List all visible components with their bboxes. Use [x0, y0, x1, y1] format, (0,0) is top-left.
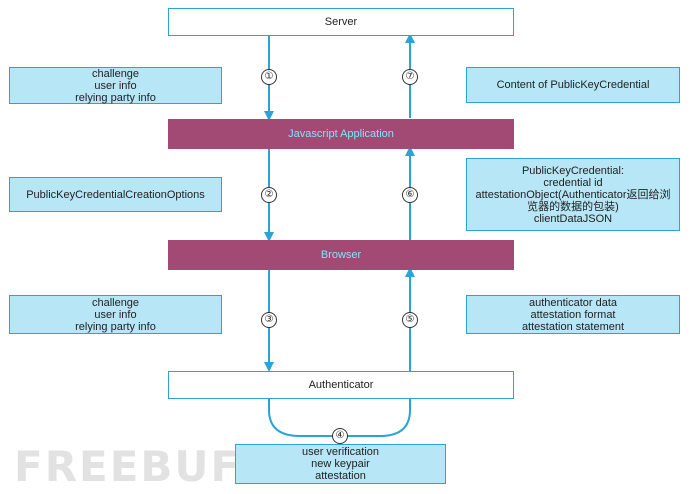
note-line: PublicKeyCredential:	[521, 164, 625, 177]
note-line: 览器的数据的包装)	[527, 200, 619, 213]
note-line: user verification	[301, 446, 380, 458]
note-line: new keypair	[311, 458, 370, 470]
authenticator-label: Authenticator	[308, 379, 374, 391]
step-4-marker: ④	[332, 428, 348, 444]
note-line: authenticator data	[528, 296, 618, 309]
note-line: attestation	[315, 470, 366, 482]
note-line: credential id	[543, 176, 603, 189]
browser-label: Browser	[320, 249, 362, 261]
note-line: challenge	[91, 296, 140, 309]
note-line: attestation statement	[521, 320, 625, 333]
note-step-6: PublicKeyCredential: credential id attes…	[466, 158, 680, 231]
step-1-marker: ①	[261, 69, 277, 85]
note-line: relying party info	[75, 91, 156, 104]
step-6-marker: ⑥	[402, 187, 418, 203]
server-label: Server	[324, 16, 358, 28]
note-line: attestationObject(Authenticator返回给浏	[475, 188, 671, 201]
js-app-node: Javascript Application	[168, 119, 514, 149]
note-line: Content of PublicKeyCredential	[496, 79, 650, 91]
note-line: PublicKeyCredentialCreationOptions	[26, 188, 205, 201]
note-step-7: Content of PublicKeyCredential	[466, 67, 680, 103]
note-step-5: authenticator data attestation format at…	[466, 295, 680, 334]
note-line: clientDataJSON	[533, 212, 613, 225]
note-line: user info	[94, 79, 137, 92]
authenticator-node: Authenticator	[168, 371, 514, 399]
browser-node: Browser	[168, 240, 514, 270]
note-step-4: user verification new keypair attestatio…	[235, 444, 446, 484]
note-line: attestation format	[530, 308, 616, 321]
watermark-logo: FREEBUF	[14, 442, 242, 491]
note-line: relying party info	[75, 320, 156, 333]
note-line: user info	[94, 308, 137, 321]
note-line: challenge	[91, 67, 140, 80]
step-7-marker: ⑦	[402, 69, 418, 85]
step-3-marker: ③	[261, 312, 277, 328]
step-5-marker: ⑤	[402, 312, 418, 328]
note-step-1: challenge user info relying party info	[9, 67, 222, 104]
note-step-3: challenge user info relying party info	[9, 295, 222, 334]
note-step-2: PublicKeyCredentialCreationOptions	[9, 177, 222, 212]
server-node: Server	[168, 8, 514, 36]
js-app-label: Javascript Application	[288, 128, 394, 140]
step-2-marker: ②	[261, 187, 277, 203]
